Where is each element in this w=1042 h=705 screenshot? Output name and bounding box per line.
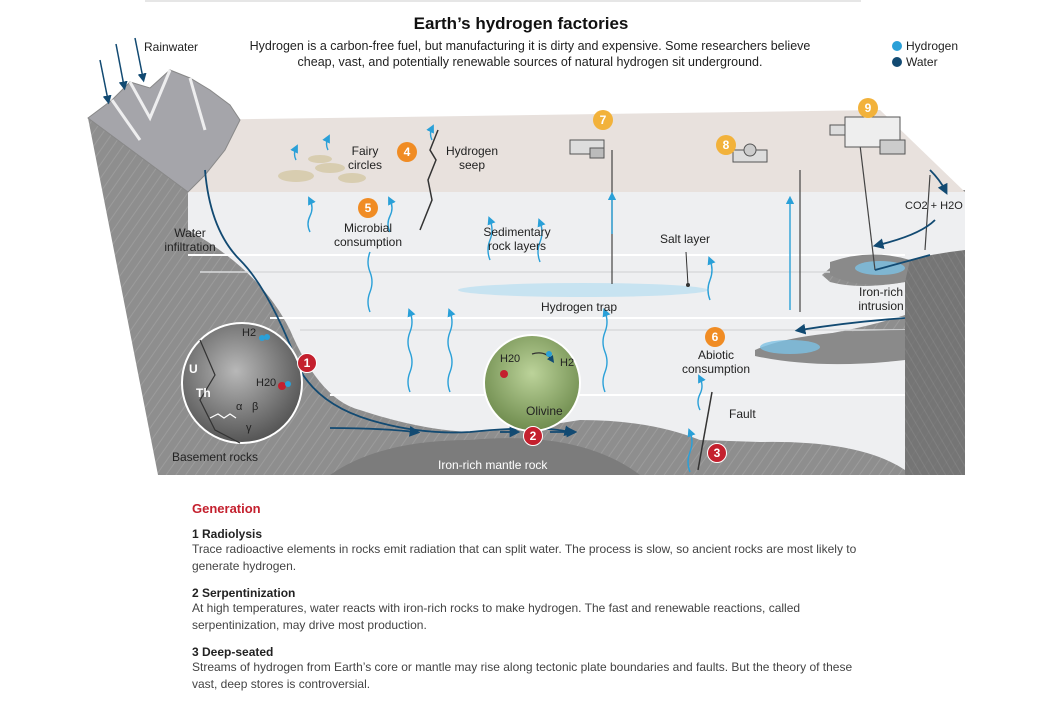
badge-7: 7 [593, 110, 613, 130]
badge-8: 8 [716, 135, 736, 155]
mountain-ridges [110, 69, 207, 141]
reaction-arrow [531, 352, 555, 363]
item-text: Streams of hydrogen from Earth’s core or… [192, 660, 853, 691]
label-h2o-radiolysis: H20 [256, 377, 277, 389]
label-sedimentary-rock: Sedimentary rock layers [483, 225, 551, 253]
salt-layer-pointer [685, 251, 689, 286]
facility-7-icon [569, 139, 605, 159]
label-olivine: Olivine [526, 404, 563, 418]
facility-9-icon [829, 116, 906, 155]
label-hydrogen-seep: Hydrogen seep [445, 144, 499, 172]
label-hydrogen-trap: Hydrogen trap [541, 300, 618, 314]
label-mantle-rock: Iron-rich mantle rock [438, 458, 548, 472]
hydrogen-trap [458, 283, 708, 297]
fairy-circle [308, 155, 332, 163]
legend-item-hydrogen: Hydrogen [892, 39, 958, 53]
label-microbial-consumption: Microbial consumption [333, 221, 403, 249]
intrusion-lower [755, 330, 905, 365]
label-gamma: γ [246, 422, 252, 434]
item-text: At high temperatures, water reacts with … [192, 601, 801, 632]
badge-9: 9 [858, 98, 878, 118]
page-title: Earth’s hydrogen factories [413, 14, 629, 33]
label-beta: β [252, 401, 259, 413]
water-arrows [794, 169, 948, 335]
rain-arrow [134, 37, 147, 83]
sedimentary-layers [188, 192, 965, 470]
hydrogen-atom [264, 334, 270, 340]
water-molecule-icon [278, 382, 286, 390]
label-co2-h2o: CO2 + H2O [905, 200, 963, 212]
item-text: Trace radioactive elements in rocks emit… [192, 542, 857, 573]
well-line [924, 174, 931, 251]
rain-arrow [115, 43, 128, 91]
label-iron-rich-intrusion: Iron-rich intrusion [858, 285, 904, 313]
fairy-circle [338, 173, 366, 183]
generation-heading: Generation [192, 501, 261, 516]
fairy-circle [315, 163, 345, 173]
label-rainwater: Rainwater [144, 40, 199, 54]
badge-3: 3 [707, 443, 727, 463]
badge-5: 5 [358, 198, 378, 218]
label-uranium: U [189, 362, 198, 376]
legend: Hydrogen Water [892, 39, 958, 69]
seep-crack [419, 129, 439, 231]
fault-line [697, 391, 713, 471]
item-title: 3 Deep-seated [192, 645, 274, 659]
label-fairy-circles: Fairy circles [347, 144, 382, 172]
badge-6: 6 [705, 327, 725, 347]
fairy-circle [278, 170, 314, 182]
legend-item-water: Water [892, 55, 958, 69]
label-salt-layer: Salt layer [660, 232, 711, 246]
hydrogen-dot-icon [892, 41, 902, 51]
label-basement-rocks: Basement rocks [172, 450, 259, 464]
label-h2-serpentinization: H2 [560, 357, 575, 369]
badge-4: 4 [397, 142, 417, 162]
right-wall [905, 190, 965, 475]
infiltration-path [204, 169, 576, 437]
label-alpha: α [236, 401, 243, 413]
sphere-fissure [199, 339, 241, 444]
generation-item-serpentinization: 2 Serpentinization At high temperatures,… [192, 586, 862, 634]
water-dot-icon [892, 57, 902, 67]
label-h2-radiolysis: H2 [242, 327, 257, 339]
label-h2o-serpentinization: H20 [500, 353, 521, 365]
item-title: 2 Serpentinization [192, 586, 296, 600]
water-molecule-icon [500, 370, 508, 378]
intrusion-hydrogen [760, 340, 820, 354]
facility-8-icon [732, 143, 768, 163]
hydrogen-molecule-icon [546, 351, 552, 357]
hydrogen-arrows [290, 124, 795, 473]
mantle-rock [330, 438, 640, 475]
top-divider [145, 0, 861, 2]
badge-1: 1 [297, 353, 317, 373]
well-line [859, 144, 876, 271]
label-thorium: Th [196, 386, 211, 400]
hydrogen-molecule-icon [259, 335, 265, 341]
item-title: 1 Radiolysis [192, 527, 263, 541]
label-fault: Fault [729, 407, 756, 421]
water-flow [329, 426, 421, 437]
label-water-infiltration: Water infiltration [164, 226, 216, 254]
badge-2: 2 [523, 426, 543, 446]
radiolysis-sphere [181, 322, 303, 444]
hydrogen-atom [285, 381, 291, 387]
label-abiotic-consumption: Abiotic consumption [681, 348, 751, 376]
radiation-wave [209, 413, 237, 419]
generation-item-deep-seated: 3 Deep-seated Streams of hydrogen from E… [192, 645, 862, 693]
generation-item-radiolysis: 1 Radiolysis Trace radioactive elements … [192, 527, 862, 575]
page-subtitle: Hydrogen is a carbon-free fuel, but manu… [249, 39, 811, 69]
rain-arrow [99, 59, 112, 105]
pointer-dot [686, 283, 690, 287]
